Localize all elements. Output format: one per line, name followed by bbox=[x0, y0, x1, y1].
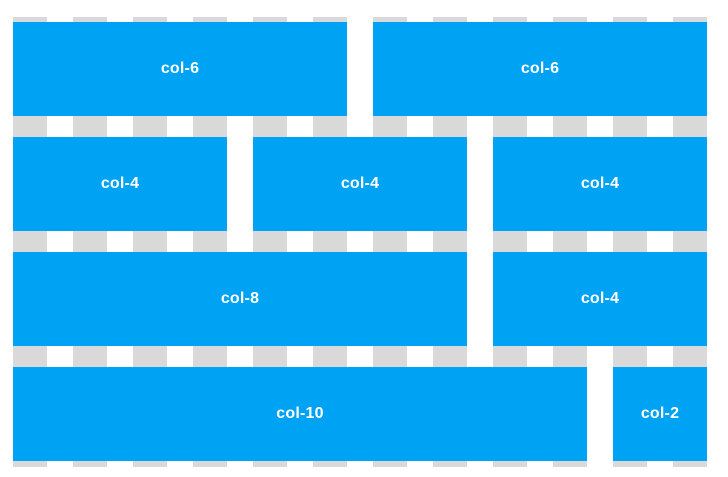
grid-row-2: col-4 col-4 col-4 bbox=[0, 137, 720, 231]
col-6-block: col-6 bbox=[360, 22, 720, 116]
col-label: col-10 bbox=[276, 405, 324, 422]
col-6-block: col-6 bbox=[0, 22, 360, 116]
col-4-block: col-4 bbox=[480, 252, 720, 346]
col-label: col-4 bbox=[100, 175, 140, 192]
grid-row-4: col-10 col-2 bbox=[0, 367, 720, 461]
col-label: col-2 bbox=[640, 405, 680, 422]
col-label: col-4 bbox=[580, 175, 620, 192]
grid-rows: col-6 col-6 col-4 col-4 col-4 col-8 col-… bbox=[0, 22, 720, 461]
col-label: col-6 bbox=[520, 60, 560, 77]
col-label: col-8 bbox=[220, 290, 260, 307]
col-4-block: col-4 bbox=[480, 137, 720, 231]
col-4-block: col-4 bbox=[240, 137, 480, 231]
col-4-block: col-4 bbox=[0, 137, 240, 231]
col-2-block: col-2 bbox=[600, 367, 720, 461]
grid-row-1: col-6 col-6 bbox=[0, 22, 720, 116]
col-8-block: col-8 bbox=[0, 252, 480, 346]
col-10-block: col-10 bbox=[0, 367, 600, 461]
grid-row-3: col-8 col-4 bbox=[0, 252, 720, 346]
col-label: col-4 bbox=[340, 175, 380, 192]
col-label: col-4 bbox=[580, 290, 620, 307]
col-label: col-6 bbox=[160, 60, 200, 77]
